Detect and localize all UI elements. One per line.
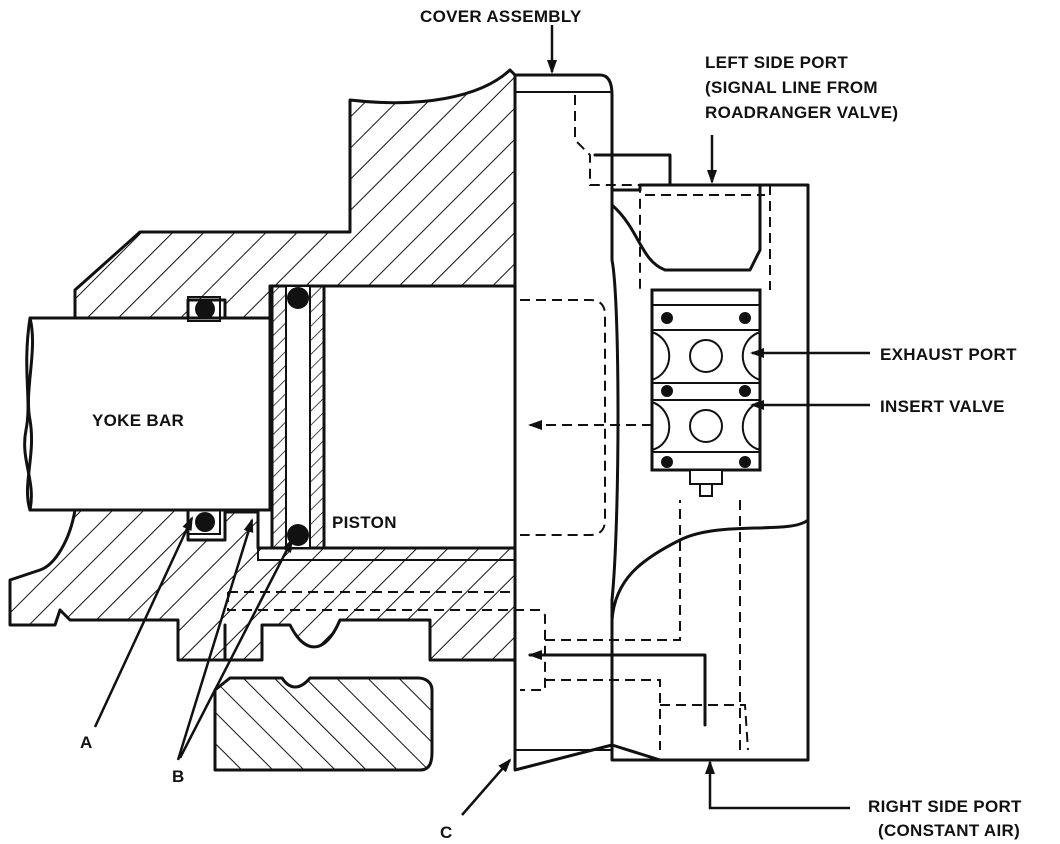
yoke-bar [23,316,272,512]
label-insert-valve: INSERT VALVE [880,397,1005,416]
mounting-bracket [213,676,434,772]
hidden-passage-lower [227,592,546,691]
o-ring-b-top [287,287,309,309]
housing-lower-section [8,508,517,662]
label-left-side-port-line3: ROADRANGER VALVE) [705,103,898,122]
label-cover-assembly: COVER ASSEMBLY [420,7,582,26]
label-callout-b: B [172,767,185,786]
label-right-side-port-line2: (CONSTANT AIR) [878,821,1020,840]
label-right-side-port-line1: RIGHT SIDE PORT [868,797,1022,816]
label-yoke-bar: YOKE BAR [92,411,184,430]
flow-arrow-constant-air [528,650,707,727]
valve-body [610,183,810,762]
hidden-cover-cavity [520,299,606,536]
label-exhaust-port: EXHAUST PORT [880,345,1017,364]
label-piston: PISTON [332,513,397,532]
label-left-side-port-line1: LEFT SIDE PORT [705,53,848,72]
o-ring-a-top [195,299,215,319]
o-ring-a-bottom [195,512,215,532]
label-left-side-port-line2: (SIGNAL LINE FROM [705,78,878,97]
housing-upper-section [73,68,517,320]
hidden-passage-signal [574,95,641,290]
label-callout-c: C [440,823,453,842]
label-callout-a: A [80,733,93,752]
cover-assembly [513,73,620,772]
